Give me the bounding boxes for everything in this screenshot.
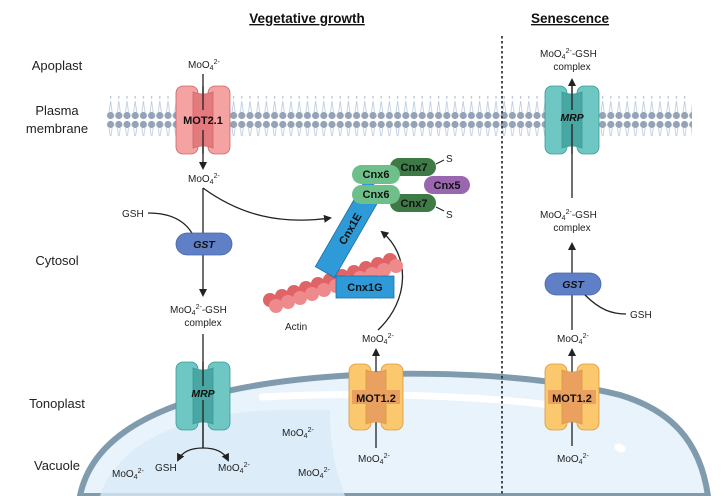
gsh-input-line-sen	[584, 294, 627, 315]
label-tonoplast: Tonoplast	[29, 396, 85, 411]
svg-text:MoO42--GSH: MoO42--GSH	[170, 304, 227, 317]
complex-cytosol-veg: MoO42--GSH complex	[170, 304, 227, 329]
mot12-transporter-veg: MOT1.2	[348, 363, 404, 431]
svg-text:MoO42-: MoO42-	[298, 467, 330, 480]
svg-text:Cnx7: Cnx7	[401, 198, 428, 210]
label-cytosol: Cytosol	[35, 253, 78, 268]
molybdate-vacuole-released: MoO42-	[218, 462, 250, 475]
arrow-molybdate-to-cnx1e-2	[377, 230, 404, 331]
molybdate-cytosol-sen: MoO42-	[557, 333, 589, 346]
svg-text:Cnx6: Cnx6	[363, 169, 390, 181]
molybdate-vacuole-1: MoO42-	[112, 468, 144, 481]
mot12-label-veg: MOT1.2	[356, 393, 396, 405]
vacuole-highlight-dot	[614, 443, 626, 453]
label-plasma: Plasma	[35, 103, 79, 118]
svg-text:complex: complex	[553, 62, 590, 73]
svg-text:MoO42-: MoO42-	[218, 462, 250, 475]
svg-text:MoO42-: MoO42-	[188, 173, 220, 186]
actin-label: Actin	[285, 322, 307, 333]
arrow-molybdate-to-cnx1e	[202, 187, 332, 223]
gsh-vacuole: GSH	[155, 463, 177, 474]
mot12-transporter-sen: MOT1.2	[544, 363, 600, 431]
molybdate-cytosol: MoO42-	[188, 173, 220, 186]
molybdate-vacuole-4: MoO42-	[358, 453, 390, 466]
cnx7-bottom: Cnx7	[390, 194, 436, 212]
header-vegetative-growth: Vegetative growth	[249, 11, 365, 26]
cnx5-protein: Cnx5	[424, 176, 470, 194]
complex-apoplast-sen: MoO42--GSH complex	[540, 48, 597, 73]
molybdate-cytosol-veg-2: MoO42-	[362, 333, 394, 346]
svg-text:MoO42-: MoO42-	[112, 468, 144, 481]
mrp-transporter-plasma: MRP	[544, 85, 600, 155]
mot21-label: MOT2.1	[183, 115, 223, 127]
label-apoplast: Apoplast	[32, 58, 83, 73]
gst-label-veg: GST	[193, 239, 216, 251]
svg-text:MoO42-: MoO42-	[557, 333, 589, 346]
molybdate-vacuole-2: MoO42-	[282, 427, 314, 440]
cnx7-top: Cnx7	[390, 158, 436, 176]
gst-enzyme-sen: GST	[544, 272, 602, 296]
svg-text:MoO42-: MoO42-	[282, 427, 314, 440]
mrp-label-plasma: MRP	[560, 112, 584, 124]
gst-label-sen: GST	[562, 279, 585, 291]
svg-text:MoO42--GSH: MoO42--GSH	[540, 48, 597, 61]
sulfur-bond-bottom	[435, 206, 445, 212]
mrp-transporter-tonoplast: MRP	[175, 361, 231, 448]
svg-text:MoO42-: MoO42-	[362, 333, 394, 346]
svg-text:complex: complex	[184, 318, 221, 329]
svg-text:MoO42--GSH: MoO42--GSH	[540, 209, 597, 222]
sulfur-bottom: S	[446, 210, 453, 221]
arrow-release-molybdate	[202, 447, 229, 462]
gsh-label-sen: GSH	[630, 310, 652, 321]
header-senescence: Senescence	[531, 11, 610, 26]
cnx1g-protein: Cnx1G	[335, 275, 395, 299]
svg-text:MoO42-: MoO42-	[358, 453, 390, 466]
arrow-release-gsh	[177, 447, 204, 462]
svg-text:MoO42-: MoO42-	[557, 453, 589, 466]
sulfur-top: S	[446, 154, 453, 165]
svg-text:Cnx7: Cnx7	[401, 162, 428, 174]
svg-text:MoO42-: MoO42-	[188, 59, 220, 72]
cnx1g-label: Cnx1G	[347, 282, 382, 294]
vacuole-highlight	[258, 391, 554, 409]
svg-text:complex: complex	[553, 223, 590, 234]
label-vacuole: Vacuole	[34, 458, 80, 473]
mot21-transporter: MOT2.1	[175, 85, 231, 155]
gst-enzyme-veg: GST	[175, 232, 233, 256]
molybdate-vacuole-3: MoO42-	[298, 467, 330, 480]
cnx1e-protein: Cnx1E	[314, 179, 385, 279]
mrp-label-tonoplast: MRP	[191, 388, 215, 400]
molybdate-vacuole-sen: MoO42-	[557, 453, 589, 466]
sulfur-bond-top	[435, 159, 445, 165]
gsh-label-veg: GSH	[122, 209, 144, 220]
gsh-input-line	[147, 212, 194, 236]
svg-text:Cnx5: Cnx5	[434, 180, 461, 192]
cnx6-bottom: Cnx6	[352, 185, 400, 204]
mot12-label-sen: MOT1.2	[552, 393, 592, 405]
complex-cytosol-sen: MoO42--GSH complex	[540, 209, 597, 234]
svg-text:Cnx6: Cnx6	[363, 189, 390, 201]
cnx6-top: Cnx6	[352, 165, 400, 184]
label-membrane: membrane	[26, 121, 88, 136]
molybdate-apoplast: MoO42-	[188, 59, 220, 72]
